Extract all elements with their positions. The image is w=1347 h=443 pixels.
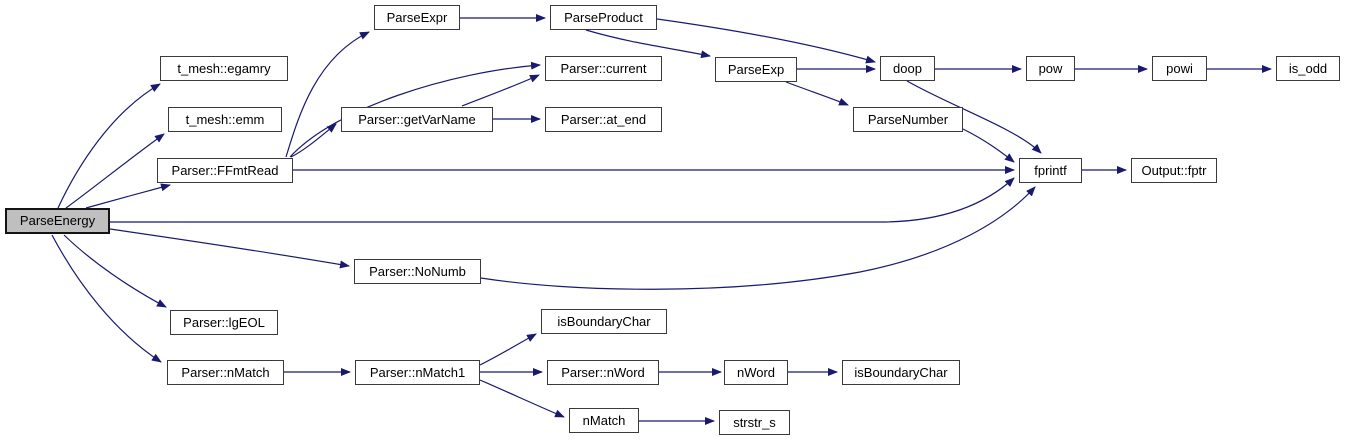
node-parseproduct[interactable]: ParseProduct [550,5,657,30]
edge-parseenergy-ffmtread [85,183,171,209]
node-parseexpr[interactable]: ParseExpr [374,5,460,30]
edge-nmatch1-isboundarychar [479,333,537,366]
node-parser-ffmtread[interactable]: Parser::FFmtRead [157,158,293,183]
node-powi[interactable]: powi [1152,56,1207,81]
edge-nmatch1-nmatch [479,379,565,418]
edge-parseenergy-fprintf [110,177,1015,223]
node-parser-nmatch1[interactable]: Parser::nMatch1 [355,360,480,385]
edge-parseenergy-nonumb [109,228,350,269]
node-parser-current[interactable]: Parser::current [545,56,662,81]
node-doop[interactable]: doop [880,56,935,81]
node-isboundarychar-2[interactable]: isBoundaryChar [842,360,960,385]
node-parser-lgeol[interactable]: Parser::lgEOL [170,310,278,335]
node-output-fptr[interactable]: Output::fptr [1131,158,1217,183]
node-parser-nmatch[interactable]: Parser::nMatch [167,360,284,385]
node-parser-getvarname[interactable]: Parser::getVarName [341,107,493,132]
node-strstr-s[interactable]: strstr_s [719,410,790,435]
node-pow[interactable]: pow [1026,56,1075,81]
node-parser-nword[interactable]: Parser::nWord [547,360,659,385]
node-nmatch[interactable]: nMatch [569,408,639,433]
node-parseenergy: ParseEnergy [5,208,110,234]
node-isboundarychar[interactable]: isBoundaryChar [541,309,667,334]
edge-ffmtread-parseexpr [285,31,370,158]
edge-parseexp-parsenumber [785,81,849,106]
edge-parseenergy-emm [65,133,165,209]
edge-parsenumber-fprintf [962,128,1015,163]
node-parseexp[interactable]: ParseExp [715,57,797,82]
edge-ffmtread-current [289,61,541,158]
node-is-odd[interactable]: is_odd [1276,56,1340,81]
node-nword[interactable]: nWord [724,360,788,385]
edge-doop-fprintf [906,80,1042,154]
edge-parseenergy-nmatch [51,234,162,363]
edge-getvarname-current [461,74,540,107]
node-parsenumber[interactable]: ParseNumber [853,107,963,132]
edge-parseproduct-parseexp [585,29,711,59]
node-parser-nonumb[interactable]: Parser::NoNumb [354,259,481,284]
node-t-mesh-emm[interactable]: t_mesh::emm [168,107,282,132]
edge-parseenergy-egamry [57,83,161,209]
edge-ffmtread-getvarname [290,123,337,158]
edge-nonumb-fprintf [480,186,1036,290]
edge-parseproduct-doop [656,18,876,64]
edge-parseenergy-lgeol [63,234,167,308]
node-t-mesh-egamry[interactable]: t_mesh::egamry [160,56,288,81]
node-fprintf[interactable]: fprintf [1019,158,1082,183]
node-parser-at-end[interactable]: Parser::at_end [545,107,662,132]
